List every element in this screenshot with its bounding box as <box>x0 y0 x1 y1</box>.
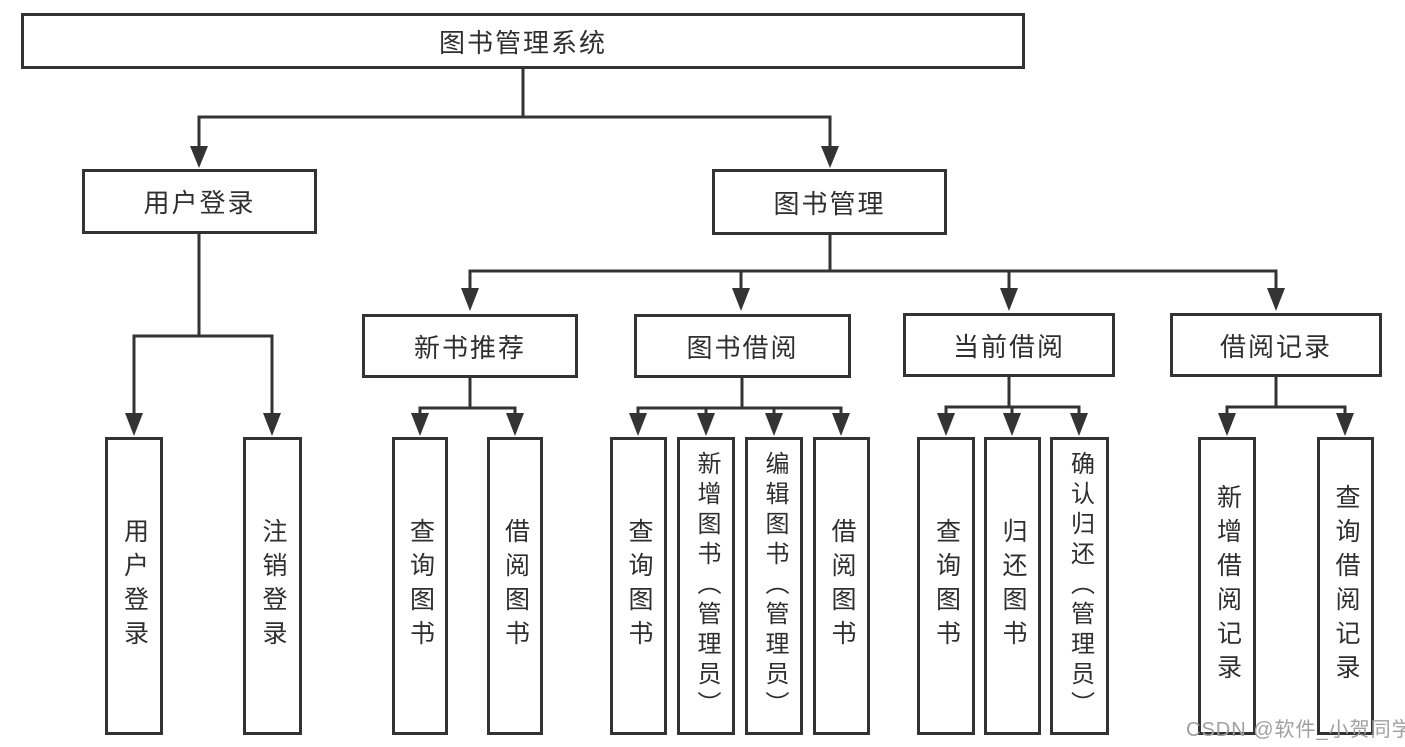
leaf-query-books-recommend-label: 查询图书 <box>406 518 435 654</box>
leaf-borrow-books-recommend: 借阅图书 <box>487 437 543 735</box>
leaf-query-books-current-label: 查询图书 <box>932 518 961 654</box>
leaf-query-books-current: 查询图书 <box>917 437 975 735</box>
leaf-return-book-label: 归还图书 <box>999 518 1027 654</box>
connector-login-to-leaves <box>132 233 274 420</box>
leaf-borrow-books-label: 借阅图书 <box>828 518 856 654</box>
leaf-edit-book-admin: 编辑图书（管理员） <box>745 437 803 735</box>
connector-records-to-leaves <box>1225 377 1347 421</box>
leaf-query-borrow-record: 查询借阅记录 <box>1317 437 1374 735</box>
leaf-user-login-label: 用户登录 <box>120 518 149 654</box>
node-book-borrowing-label: 图书借阅 <box>686 332 799 363</box>
csdn-watermark: CSDN @软件_小贺同学 <box>1186 719 1405 741</box>
node-library-system-label: 图书管理系统 <box>438 27 607 58</box>
leaf-return-book: 归还图书 <box>984 437 1041 735</box>
node-new-book-recommend: 新书推荐 <box>362 314 578 378</box>
leaf-add-borrow-record: 新增借阅记录 <box>1198 437 1256 735</box>
leaf-user-login: 用户登录 <box>105 437 163 735</box>
node-new-book-recommend-label: 新书推荐 <box>413 332 526 363</box>
connector-borrow-to-leaves <box>636 378 843 422</box>
node-book-management: 图书管理 <box>712 169 947 235</box>
node-current-borrowing: 当前借阅 <box>903 313 1115 377</box>
leaf-confirm-return-admin: 确认归还（管理员） <box>1050 437 1109 735</box>
node-user-login: 用户登录 <box>82 169 317 234</box>
connector-recommend-to-leaves <box>418 378 517 422</box>
leaf-add-book-admin: 新增图书（管理员） <box>677 437 735 735</box>
node-library-system: 图书管理系统 <box>21 13 1025 69</box>
leaf-query-borrow-record-label: 查询借阅记录 <box>1332 484 1360 688</box>
leaf-query-books-borrow: 查询图书 <box>610 437 667 735</box>
leaf-borrow-books: 借阅图书 <box>813 437 870 735</box>
connector-current-to-leaves <box>944 377 1081 421</box>
leaf-query-books-borrow-label: 查询图书 <box>625 518 653 654</box>
leaf-add-borrow-record-label: 新增借阅记录 <box>1213 484 1242 688</box>
connector-mgmt-to-sections <box>468 235 1278 298</box>
connector-root-to-level2 <box>197 69 832 158</box>
leaf-add-book-admin-label: 新增图书（管理员） <box>693 451 720 721</box>
leaf-query-books-recommend: 查询图书 <box>392 437 448 735</box>
node-user-login-label: 用户登录 <box>143 188 256 218</box>
leaf-borrow-books-recommend-label: 借阅图书 <box>501 518 530 654</box>
leaf-confirm-return-admin-label: 确认归还（管理员） <box>1066 451 1094 721</box>
node-borrowing-records-label: 借阅记录 <box>1219 331 1332 362</box>
node-book-borrowing: 图书借阅 <box>634 314 851 378</box>
node-borrowing-records: 借阅记录 <box>1170 313 1382 377</box>
leaf-logout-label: 注销登录 <box>259 518 287 654</box>
leaf-logout: 注销登录 <box>243 437 302 735</box>
node-current-borrowing-label: 当前借阅 <box>952 331 1065 362</box>
leaf-edit-book-admin-label: 编辑图书（管理员） <box>761 451 788 721</box>
node-book-management-label: 图书管理 <box>773 188 886 219</box>
